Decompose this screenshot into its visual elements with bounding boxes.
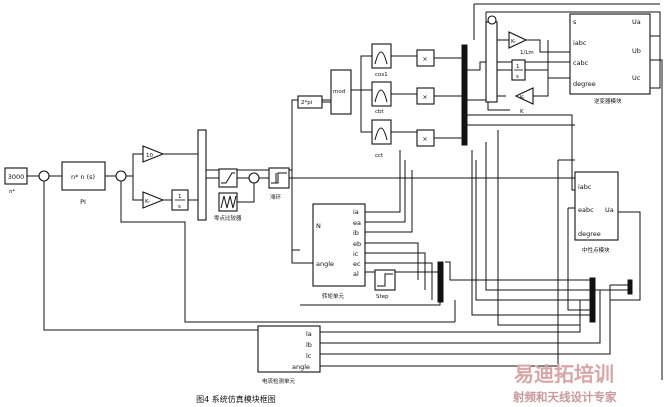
neutral-in-0: iabc: [578, 183, 592, 191]
inverter-in-3: degree: [573, 80, 596, 88]
cos-a-label: cos1: [375, 72, 388, 78]
neutral-caption: 中性点模块: [582, 246, 610, 254]
saturation-block: [218, 168, 238, 188]
mod-block: mod: [330, 69, 352, 115]
calc-port-5: ec: [353, 260, 361, 268]
zero-cross-caption: 零点比较器: [214, 214, 242, 222]
hysteresis-block: 滞环: [268, 167, 290, 201]
watermark-line-1: 易迪拓培训: [514, 362, 614, 386]
setpoint-sub-label: n*: [9, 189, 15, 195]
inverter-in-0: s: [573, 18, 577, 26]
gain-lm-inner: K-: [511, 39, 516, 45]
summer-1: [38, 170, 50, 182]
inverter-out-2: Uc: [632, 74, 641, 82]
product-1-sign: ×: [422, 55, 427, 63]
current-detection-block: la lb lc angle 电流检测单元: [257, 325, 321, 385]
gain-k2-block: K- K: [514, 87, 534, 115]
inverter-in-1: iabc: [573, 39, 587, 47]
integrator-2-block: 1 s: [511, 59, 526, 81]
product-2-sign: ×: [422, 93, 427, 101]
mux-bar-2[interactable]: [461, 44, 468, 146]
pi-controller-inner: n* n (s): [71, 173, 95, 181]
meas-port-0: la: [306, 330, 312, 338]
inverter-caption: 逆变器模块: [594, 97, 622, 105]
two-pi-label: 2*pi: [301, 100, 313, 106]
inverter-out-1: Ub: [632, 47, 641, 55]
integrator-den: s: [178, 204, 181, 210]
step-block: Step: [374, 269, 396, 300]
product-3-sign: ×: [422, 135, 427, 143]
calc-port-2: ib: [353, 229, 359, 237]
mux-bar-4: [589, 277, 596, 323]
cos-a-block: cos1: [371, 43, 392, 78]
inverter-in-2: cabc: [573, 59, 589, 67]
inverter-block: s iabc cabc degree Ua Ub Uc 逆变器模块: [569, 13, 651, 105]
watermark: 易迪拓培训 射频和天线设计专家: [512, 362, 617, 404]
connection-wires: [27, 3, 663, 380]
mux-bar-1: [197, 129, 207, 221]
cos-b-label: cbt: [375, 109, 385, 115]
neutral-in-2: degree: [578, 230, 601, 238]
meas-port-2: lc: [306, 352, 312, 360]
hysteresis-caption: 滞环: [270, 193, 282, 201]
inverter-out-0: Ua: [632, 18, 641, 26]
gain-lm-caption: 1/Lm: [520, 50, 534, 56]
mux-bar-6: [437, 261, 444, 303]
product-block-1: ×: [416, 49, 435, 67]
cos-c-label: cct: [375, 153, 384, 159]
gain-k-label: K-: [145, 199, 150, 205]
gain-lm-block: K- 1/Lm: [508, 31, 534, 56]
cos-b-block: cbt: [371, 81, 392, 115]
calc-port-6: al: [353, 270, 359, 278]
calc-port-1: ea: [353, 219, 361, 227]
meas-port-1: lb: [306, 341, 312, 349]
torque-calc-block: ia ea ib eb ic ec al N angle 转矩单元: [312, 203, 366, 300]
product-block-3: ×: [416, 129, 435, 147]
pi-controller-block: n* n (s) PI: [61, 161, 106, 206]
integrator-block: 1 s: [171, 189, 189, 211]
neutral-point-block: iabc eabc degree Ua 中性点模块: [574, 171, 619, 254]
watermark-line-2: 射频和天线设计专家: [512, 390, 617, 404]
neutral-in-1: eabc: [578, 206, 594, 214]
summer-4: [487, 15, 497, 25]
calc-caption: 转矩单元: [322, 292, 345, 300]
meas-port-3: angle: [292, 363, 310, 371]
int2-den: s: [516, 74, 519, 80]
calc-port-3: eb: [353, 240, 361, 248]
gain-10-label: 10: [146, 153, 153, 159]
summer-2: [115, 170, 127, 182]
mux-bar-3: [485, 21, 498, 103]
cos-c-block: cct: [371, 119, 392, 159]
mux-bar-5: [627, 279, 633, 295]
mod-label: mod: [333, 89, 345, 95]
setpoint-label: 3000: [8, 173, 25, 181]
int2-num: 1: [516, 64, 520, 70]
figure-caption: 图4 系统仿真模块框图: [196, 394, 276, 404]
summer-3: [248, 172, 260, 184]
gain-k2-caption: K: [520, 109, 524, 115]
pi-controller-caption: PI: [80, 198, 86, 206]
integrator-num: 1: [178, 194, 182, 200]
meas-caption: 电流检测单元: [262, 377, 296, 385]
calc-left-0: N: [316, 222, 321, 230]
triangle-generator-block: 零点比较器: [214, 192, 242, 222]
step-caption: Step: [376, 294, 389, 300]
gain-k2-inner: K-: [520, 95, 525, 101]
product-block-2: ×: [416, 87, 435, 105]
neutral-out: Ua: [605, 206, 614, 214]
gain-k-block: K-: [142, 191, 165, 209]
setpoint-constant-block: 3000 n*: [4, 167, 28, 195]
gain-10-block: 10: [142, 145, 165, 163]
calc-port-0: ia: [353, 208, 359, 216]
two-pi-constant-block: 2*pi: [297, 95, 323, 109]
calc-port-4: ic: [353, 250, 359, 258]
calc-left-1: angle: [316, 260, 334, 268]
